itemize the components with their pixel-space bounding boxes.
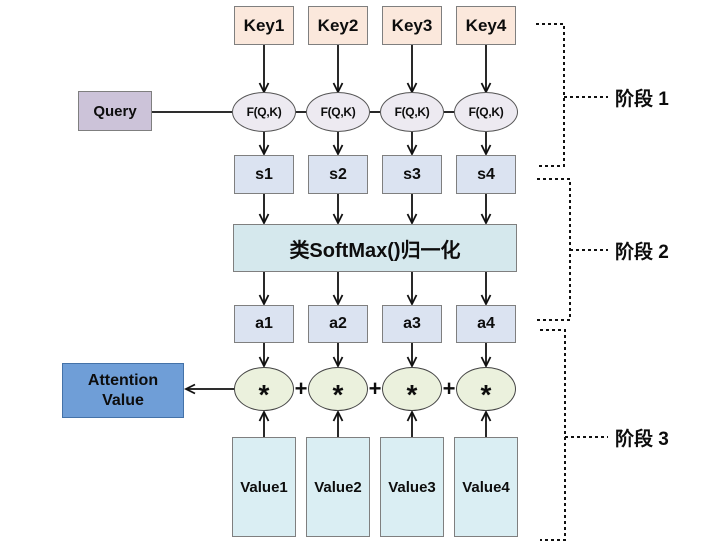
multiply-symbol: * [406,379,418,410]
node-value4: Value4 [454,437,518,537]
node-score-fn-1: F(Q,K) [232,92,296,132]
plus-operator-2: + [368,376,382,401]
node-value2: Value2 [306,437,370,537]
stage-1-bracket [536,23,608,167]
node-score-s4: s4 [456,155,516,194]
node-multiply-3: * [382,367,442,411]
stage-2-bracket [537,178,608,321]
node-value3: Value3 [380,437,444,537]
node-weight-a4: a4 [456,305,516,343]
stage-brackets [536,23,608,541]
node-score-s1: s1 [234,155,294,194]
node-score-s3: s3 [382,155,442,194]
node-softmax-normalization: 类SoftMax()归一化 [233,224,517,272]
plus-operator-3: + [442,376,456,401]
node-multiply-2: * [308,367,368,411]
node-key3: Key3 [382,6,442,45]
stage-3-bracket [540,329,608,541]
node-key2: Key2 [308,6,368,45]
node-attention-value: Attention Value [62,363,184,418]
plus-operator-1: + [294,376,308,401]
node-multiply-4: * [456,367,516,411]
node-key1: Key1 [234,6,294,45]
weight-to-multiply-arrows [258,343,492,369]
node-value1: Value1 [232,437,296,537]
multiply-symbol: * [332,379,344,410]
multiply-symbol: * [258,379,270,410]
node-multiply-1: * [234,367,294,411]
softmax-to-weight-arrows [258,272,492,307]
node-query: Query [78,91,152,131]
multiply-symbol: * [480,379,492,410]
node-weight-a3: a3 [382,305,442,343]
node-key4: Key4 [456,6,516,45]
node-score-fn-4: F(Q,K) [454,92,518,132]
node-score-fn-3: F(Q,K) [380,92,444,132]
score-fn-to-score-arrows [258,132,492,157]
stage-3-label: 阶段 3 [615,428,669,450]
stage-2-label: 阶段 2 [615,241,669,263]
value-to-multiply-arrows [258,409,492,437]
node-score-fn-2: F(Q,K) [306,92,370,132]
key-to-score-fn-arrows [258,45,492,95]
node-score-s2: s2 [308,155,368,194]
node-weight-a2: a2 [308,305,368,343]
score-to-softmax-arrows [258,194,492,226]
stage-1-label: 阶段 1 [615,88,669,110]
node-weight-a1: a1 [234,305,294,343]
